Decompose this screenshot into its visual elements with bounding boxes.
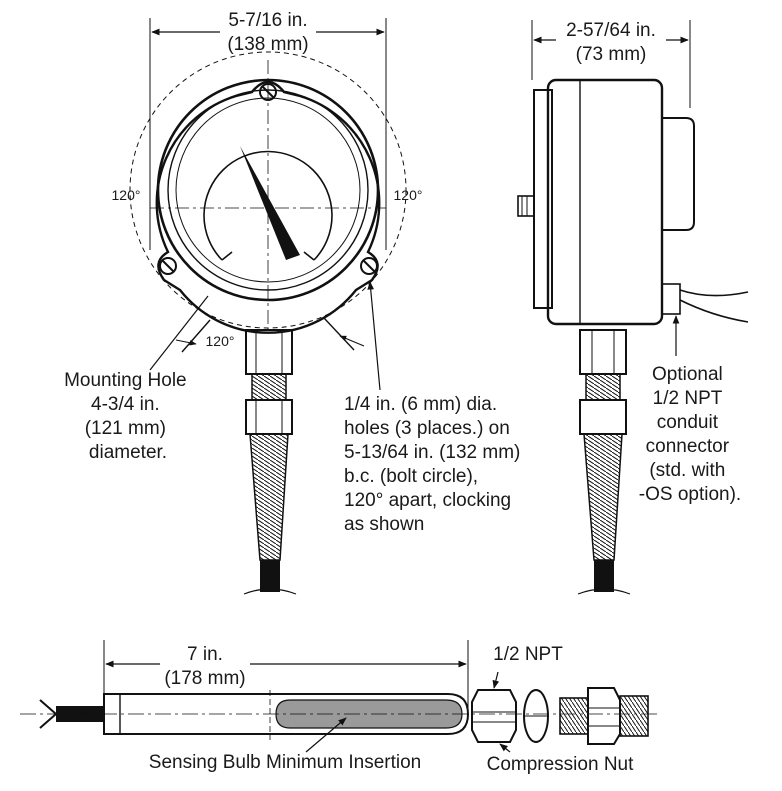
- bulb-length-mm-label: (178 mm): [164, 668, 245, 689]
- gauge-pointer: [240, 146, 300, 260]
- bulb-view: 7 in. (178 mm) 1/2 NPT Sensing Bulb Mini…: [20, 640, 660, 775]
- angle-label-left: 120°: [112, 187, 141, 203]
- insertion-leader: [305, 717, 347, 753]
- conduit-wire-2: [679, 299, 749, 323]
- npt-label: 1/2 NPT: [493, 644, 563, 665]
- minimum-insertion-zone: [275, 699, 463, 729]
- angle-label-right: 120°: [394, 187, 423, 203]
- side-depth-mm-label: (73 mm): [576, 44, 647, 65]
- compression-nut-label: Compression Nut: [487, 754, 634, 775]
- side-stem-hex: [579, 329, 627, 375]
- conduit-connector: [661, 283, 681, 315]
- fitting-thread-right: [619, 695, 649, 737]
- fitting-thread-left: [559, 697, 589, 735]
- conduit-wire-1: [679, 289, 749, 297]
- insertion-label: Sensing Bulb Minimum Insertion: [149, 752, 421, 773]
- front-width-label: 5-7/16 in.: [228, 10, 307, 31]
- holes-note-label: 1/4 in. (6 mm) dia. holes (3 places.) on…: [344, 394, 526, 535]
- case-outline: [155, 80, 381, 334]
- rear-cover: [662, 117, 695, 231]
- case-profile: [546, 78, 664, 326]
- stem-hex-upper: [245, 329, 293, 375]
- side-compression-fitting: [579, 399, 627, 435]
- mounting-hole-leader: [149, 295, 209, 371]
- reset-knob: [517, 195, 535, 217]
- conduit-note-label: Optional 1/2 NPT conduit connector (std.…: [639, 364, 741, 505]
- capillary-end: [260, 560, 280, 592]
- side-view: 2-57/64 in. (73 mm) Optional 1/2 NPT con…: [517, 20, 749, 595]
- fitting-hex: [587, 687, 621, 745]
- bulb-length-label: 7 in.: [187, 644, 223, 665]
- side-capillary-armor: [583, 433, 623, 561]
- compression-nut: [471, 689, 517, 743]
- side-depth-label: 2-57/64 in.: [566, 20, 656, 41]
- capillary-armor: [249, 433, 289, 561]
- mounting-screw-left: [159, 257, 177, 275]
- dial-scale-arc: [203, 150, 333, 261]
- front-width-mm-label: (138 mm): [227, 34, 308, 55]
- bezel-profile: [533, 89, 553, 309]
- mounting-screw-right: [360, 257, 378, 275]
- holes-note-leader: [367, 281, 381, 391]
- angle-label-bottom: 120°: [206, 333, 235, 349]
- front-view: 5-7/16 in. (138 mm) 120°: [64, 10, 526, 595]
- compression-fitting: [245, 399, 293, 435]
- stem-thread: [251, 373, 287, 401]
- mounting-hole-label: Mounting Hole 4-3/4 in. (121 mm) diamete…: [64, 370, 192, 463]
